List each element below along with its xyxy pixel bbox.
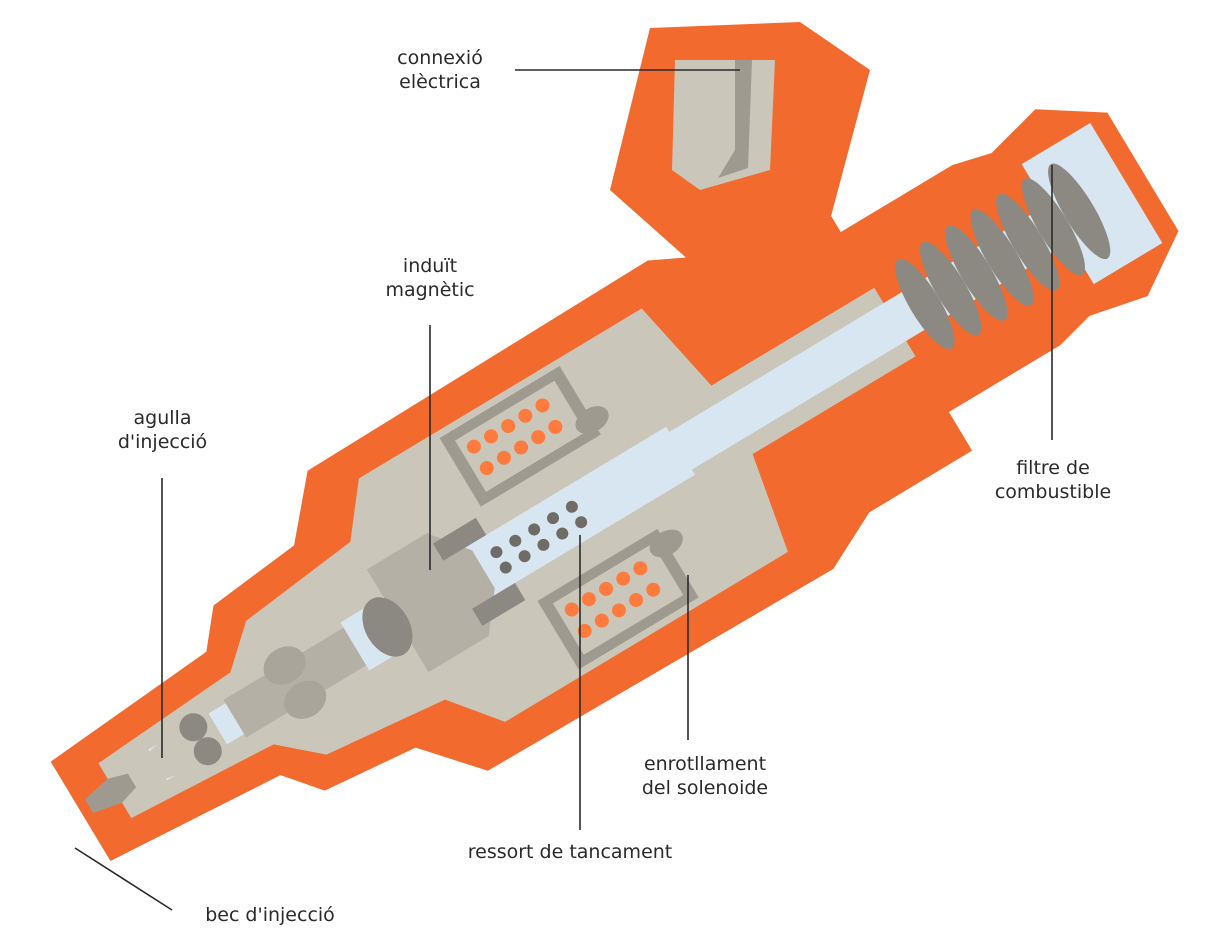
solenoid-coil-lower xyxy=(537,528,699,670)
label-enrotllament-solenoide: enrotllament del solenoide xyxy=(620,752,790,800)
needle-valve xyxy=(85,627,367,814)
label-ressort-line1: ressort de tancament xyxy=(467,841,673,863)
label-filtre-combustible: filtre de combustible xyxy=(968,456,1138,504)
label-agulla-injeccio: agulla d'injecció xyxy=(90,406,235,454)
label-connexio-line2: elèctrica xyxy=(399,71,481,93)
closing-spring xyxy=(490,500,588,574)
label-agulla-line1: agulla xyxy=(133,407,192,429)
label-filtre-line2: combustible xyxy=(994,481,1112,503)
leader-lines xyxy=(74,69,1053,911)
label-filtre-line1: filtre de xyxy=(1016,457,1090,479)
label-induit-line2: magnètic xyxy=(385,279,475,301)
seal-ball-upper xyxy=(575,406,609,434)
label-induit-magnetic: induït magnètic xyxy=(355,254,505,302)
leader-bec xyxy=(74,847,173,911)
fuel-filter xyxy=(895,163,1111,350)
label-ressort-tancament: ressort de tancament xyxy=(440,840,700,864)
magnetic-armature xyxy=(362,517,526,673)
label-enrotllament-line1: enrotllament xyxy=(643,753,767,775)
label-bec-line1: bec d'injecció xyxy=(205,904,335,926)
seal-ball-lower xyxy=(649,529,683,558)
label-bec-injeccio: bec d'injecció xyxy=(180,903,360,927)
label-connexio-line1: connexió xyxy=(397,47,483,69)
label-induit-line1: induït xyxy=(402,255,458,277)
injector-body xyxy=(50,109,1179,862)
label-connexio-electrica: connexió elèctrica xyxy=(370,46,510,94)
label-enrotllament-line2: del solenoide xyxy=(641,777,769,799)
solenoid-coil-upper xyxy=(439,365,601,507)
label-agulla-line2: d'injecció xyxy=(117,431,208,453)
